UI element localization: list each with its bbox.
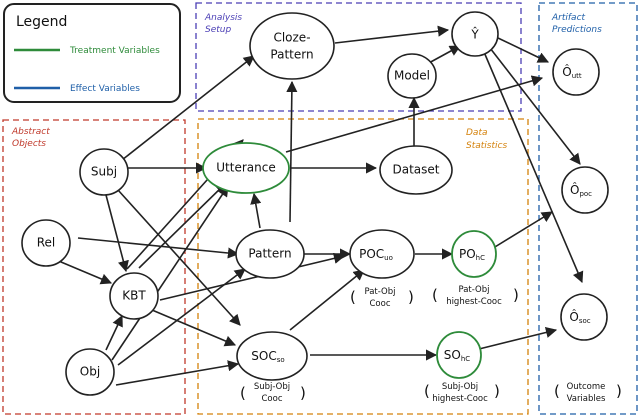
svg-text:): ) (616, 382, 622, 400)
po-main: POhC (459, 247, 485, 263)
legend: Legend Treatment Variables Effect Variab… (3, 3, 181, 103)
note-outcome: ( ) Outcome Variables (554, 382, 622, 404)
cloze-label-1: Cloze- (273, 31, 310, 45)
node-kbt: KBT (109, 272, 159, 320)
svg-text:): ) (494, 382, 500, 400)
node-subj: Subj (79, 148, 129, 196)
region-artifact-predictions: Artifact Predictions (538, 2, 638, 415)
subj-label: Subj (91, 165, 117, 179)
outcome-note-2: Variables (567, 394, 606, 404)
svg-text:(: ( (432, 286, 438, 304)
kbt-label: KBT (122, 289, 146, 303)
dataset-label: Dataset (393, 163, 440, 177)
node-cloze-pattern: Cloze- Pattern (249, 12, 335, 80)
node-rel: Rel (21, 219, 71, 267)
analysis-label-2: Setup (205, 25, 231, 35)
so-main: SOhC (444, 348, 470, 364)
legend-title: Legend (16, 14, 67, 30)
pattern-label: Pattern (248, 247, 291, 261)
node-opoc: Ôpoc (561, 166, 609, 214)
node-outt: Ôutt (552, 48, 600, 96)
node-soc: SOCso (236, 331, 308, 381)
abstract-label-2: Objects (12, 139, 46, 149)
poc-note-1: Pat-Obj (364, 287, 395, 297)
po-note-2: highest-Cooc (446, 297, 502, 307)
region-abstract-objects: Abstract Objects (2, 119, 186, 415)
rel-label: Rel (37, 236, 56, 250)
node-obj: Obj (65, 348, 115, 396)
node-po: POhC (451, 230, 497, 278)
cloze-label-2: Pattern (270, 48, 313, 62)
soc-main: SOCso (251, 349, 284, 365)
outcome-note-1: Outcome (567, 382, 606, 392)
node-dataset: Dataset (379, 145, 453, 195)
so-note-1: Subj-Obj (442, 382, 478, 392)
artifact-label-1: Artifact (551, 13, 586, 23)
edges (41, 25, 584, 386)
svg-text:): ) (300, 384, 306, 402)
node-pattern: Pattern (235, 229, 305, 279)
node-poc: POCuo (349, 229, 415, 279)
abstract-label-1: Abstract (11, 127, 50, 137)
so-note-2: highest-Cooc (432, 394, 488, 404)
yhat-label: Ŷ (470, 27, 479, 42)
node-so: SOhC (436, 331, 482, 379)
outt-main: Ôutt (562, 64, 582, 81)
note-po: ( ) Pat-Obj highest-Cooc (432, 285, 519, 307)
obj-label: Obj (80, 365, 100, 379)
note-soc: ( ) Subj-Obj Cooc (240, 382, 306, 404)
svg-text:): ) (513, 286, 519, 304)
svg-text:): ) (408, 288, 414, 306)
data-label-2: Statistics (466, 141, 507, 151)
treatment-label: Treatment Variables (69, 46, 160, 56)
opoc-main: Ôpoc (570, 182, 592, 199)
region-analysis-setup: Analysis Setup (195, 2, 522, 112)
artifact-label-2: Predictions (552, 25, 602, 35)
svg-text:(: ( (424, 382, 430, 400)
data-label-1: Data (466, 128, 488, 138)
soc-note-2: Cooc (261, 394, 282, 404)
node-utterance: Utterance (202, 142, 290, 194)
poc-note-2: Cooc (369, 299, 390, 309)
node-osoc: Ôsoc (560, 293, 608, 341)
svg-text:(: ( (350, 288, 356, 306)
region-data-statistics: Data Statistics (197, 118, 529, 415)
soc-note-1: Subj-Obj (254, 382, 290, 392)
node-model: Model (387, 53, 437, 99)
note-so: ( ) Subj-Obj highest-Cooc (424, 382, 500, 404)
poc-main: POCuo (359, 247, 393, 263)
svg-text:(: ( (240, 384, 246, 402)
utterance-label: Utterance (216, 161, 275, 175)
analysis-label-1: Analysis (204, 13, 242, 23)
node-yhat: Ŷ (451, 11, 499, 57)
po-note-1: Pat-Obj (458, 285, 489, 295)
osoc-main: Ôsoc (569, 309, 590, 326)
svg-text:(: ( (554, 382, 560, 400)
model-label: Model (394, 69, 430, 83)
note-poc: ( ) Pat-Obj Cooc (350, 287, 414, 309)
effect-label: Effect Variables (70, 84, 140, 94)
